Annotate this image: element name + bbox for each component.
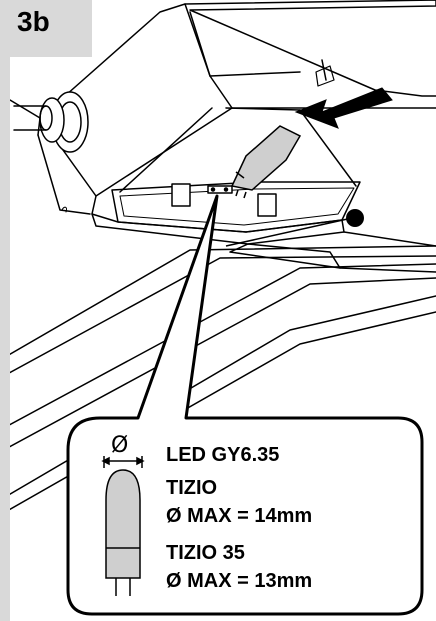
- diameter-symbol: Ø: [111, 433, 129, 458]
- pointer-marker: [225, 209, 364, 247]
- model-2-name: TIZIO 35: [166, 542, 245, 564]
- model-1-max-diameter: Ø MAX = 14mm: [166, 505, 313, 527]
- bulb-diagram: [101, 456, 145, 596]
- side-strip: [0, 0, 10, 621]
- lamp-arm: [0, 245, 436, 361]
- lamp-housing-outline: [39, 0, 436, 119]
- socket-pins: [207, 185, 233, 194]
- socket-clip-right: [257, 193, 277, 217]
- model-2-max-diameter: Ø MAX = 13mm: [166, 570, 313, 592]
- lamp-type: LED GY6.35: [166, 444, 280, 466]
- step-tab: 3b: [0, 0, 92, 57]
- lamp-bulb-icon: [230, 125, 302, 199]
- model-1-name: TIZIO: [166, 477, 218, 499]
- step-number: 3b: [17, 6, 50, 37]
- callout-bubble: [66, 194, 424, 616]
- arrow-icon: [294, 87, 393, 129]
- socket-clip-left: [171, 183, 191, 207]
